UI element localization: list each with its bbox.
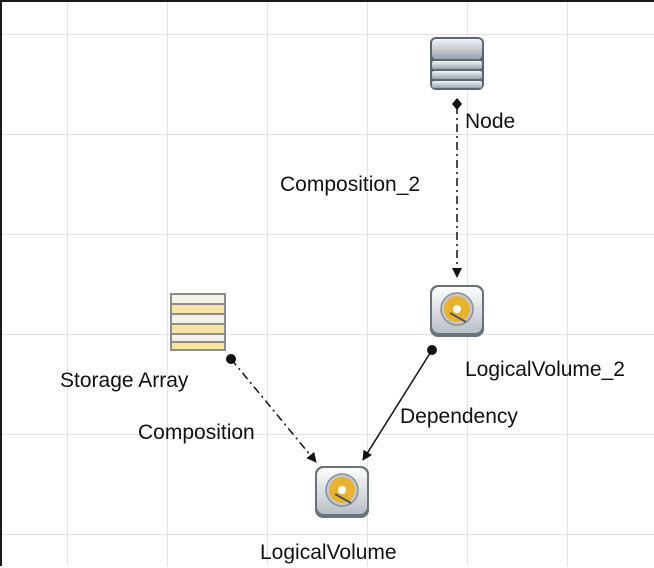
composition-2-label: Composition_2 [280,173,421,196]
node-label: Node [465,110,516,133]
logical-volume-node[interactable] [313,464,371,525]
disk-volume-icon [430,285,484,337]
disk-volume-icon [315,466,369,518]
node-icon[interactable] [427,35,487,98]
dependency-label: Dependency [400,405,518,428]
edge-dependency[interactable] [362,345,437,461]
logical-volume-2-label: LogicalVolume_2 [465,358,625,381]
logical-volume-2-node[interactable] [428,283,486,344]
server-stack-icon [430,37,484,90]
composition-label: Composition [138,421,255,444]
storage-array-label: Storage Array [60,369,189,392]
edge-composition[interactable] [226,354,317,463]
edge-composition-2[interactable] [452,98,462,278]
storage-array-node[interactable] [169,292,229,357]
storage-array-icon [170,293,226,351]
logical-volume-label: LogicalVolume [260,541,397,564]
